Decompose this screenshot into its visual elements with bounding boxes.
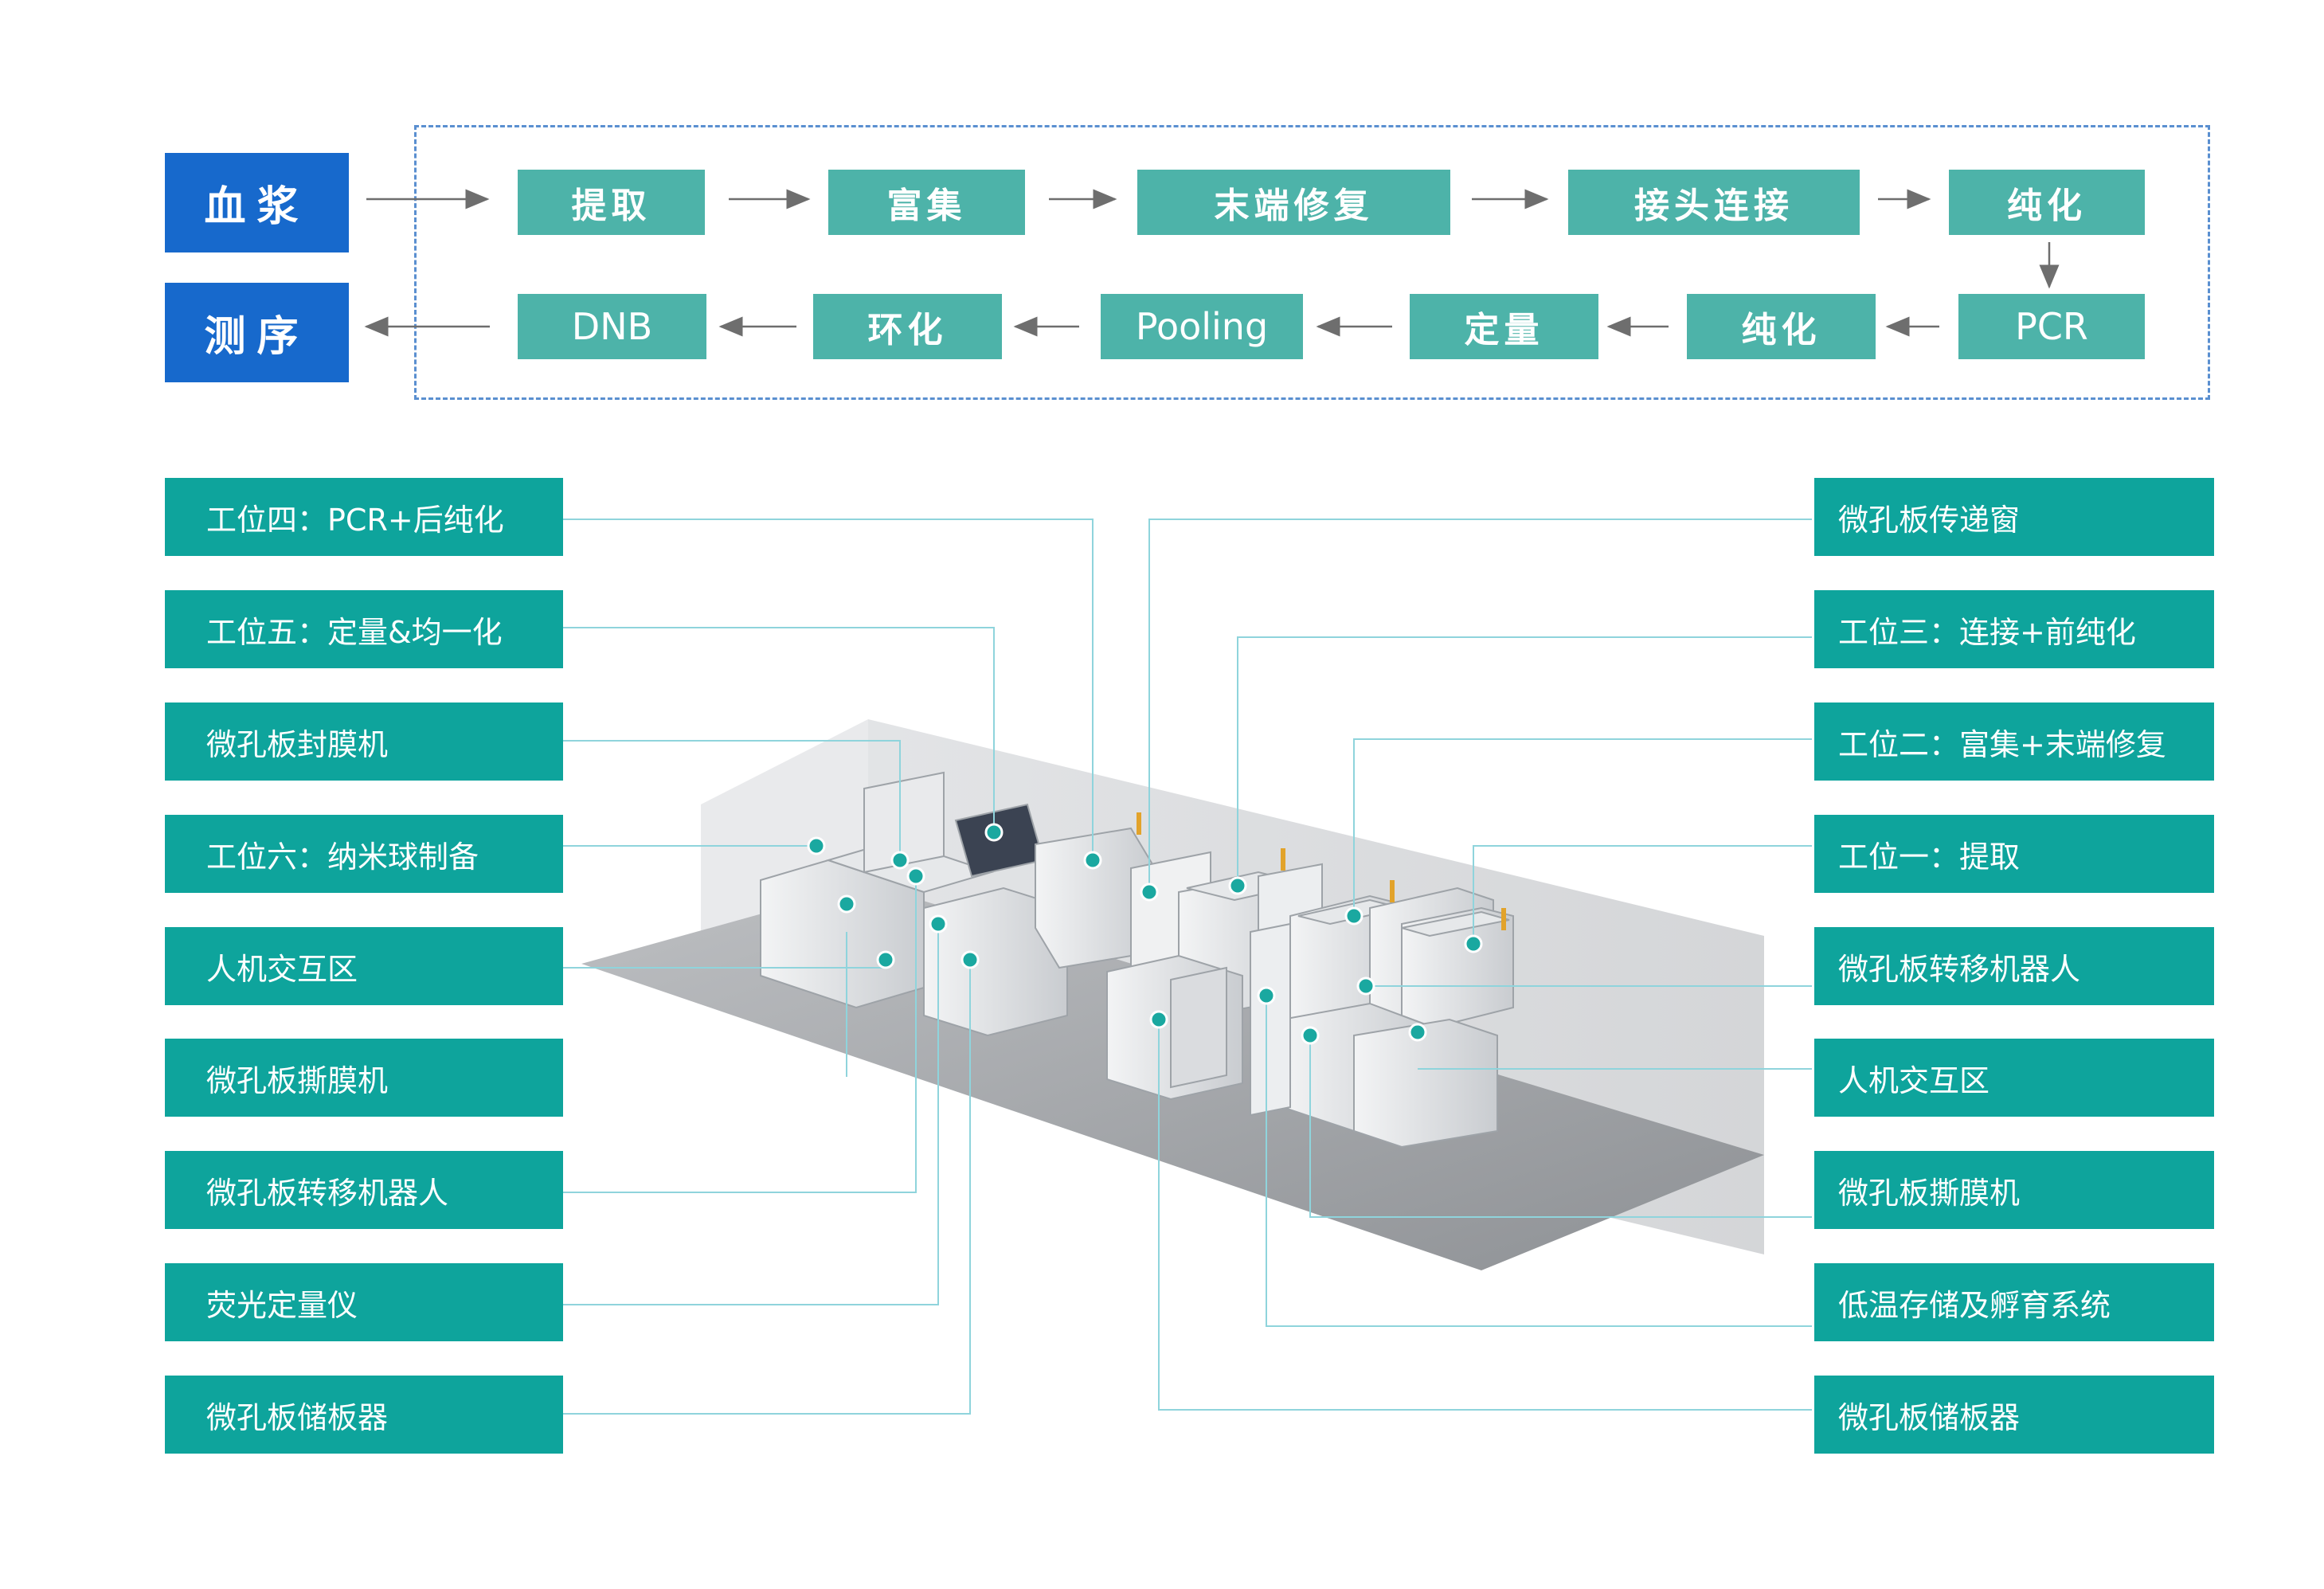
label-hmi-right: 人机交互区 (1814, 1039, 2214, 1117)
step-enrichment: 富集 (828, 170, 1025, 235)
label-text: 工位四：PCR+后纯化 (206, 502, 504, 538)
label-qpcr: 荧光定量仪 (165, 1263, 563, 1341)
step-label: PCR (2015, 305, 2088, 348)
label-text: 微孔板封膜机 (206, 726, 389, 762)
label-robot-right: 微孔板转移机器人 (1814, 927, 2214, 1005)
label-peeler-left: 微孔板撕膜机 (165, 1039, 563, 1117)
leader-lines (560, 519, 1812, 1415)
step-end-repair: 末端修复 (1137, 170, 1450, 235)
step-label: 纯化 (2007, 186, 2087, 226)
step-label: 富集 (886, 186, 967, 226)
label-peeler-right: 微孔板撕膜机 (1814, 1151, 2214, 1229)
step-extraction: 提取 (518, 170, 705, 235)
label-text: 微孔板储板器 (206, 1399, 389, 1435)
label-station-6: 工位六：纳米球制备 (165, 815, 563, 893)
label-text: 微孔板撕膜机 (1838, 1175, 2021, 1211)
sequencing-label: 测序 (204, 313, 310, 361)
label-robot-left: 微孔板转移机器人 (165, 1151, 563, 1229)
step-pcr: PCR (1958, 294, 2145, 359)
step-adapter-ligation: 接头连接 (1568, 170, 1860, 235)
label-text: 人机交互区 (206, 951, 358, 987)
label-station-1: 工位一：提取 (1814, 815, 2214, 893)
status-lights (1137, 812, 1506, 930)
machines-right (1250, 886, 1514, 1149)
label-text: 微孔板转移机器人 (206, 1175, 449, 1211)
label-text: 工位三：连接+前纯化 (1838, 614, 2136, 650)
step-label: 末端修复 (1214, 186, 1374, 226)
label-cold-storage: 低温存储及孵育系统 (1814, 1263, 2214, 1341)
step-label: 纯化 (1741, 310, 1821, 350)
label-text: 微孔板撕膜机 (206, 1063, 389, 1098)
label-station-4: 工位四：PCR+后纯化 (165, 478, 563, 556)
label-text: 工位六：纳米球制备 (206, 839, 479, 875)
label-hmi-left: 人机交互区 (165, 927, 563, 1005)
step-label: 环化 (867, 310, 948, 350)
label-text: 工位五：定量&均一化 (206, 614, 503, 650)
label-station-3: 工位三：连接+前纯化 (1814, 590, 2214, 668)
workflow-frame (414, 125, 2210, 400)
label-text: 荧光定量仪 (206, 1287, 358, 1323)
step-purification-1: 纯化 (1949, 170, 2145, 235)
label-plate-hotel-left: 微孔板储板器 (165, 1376, 563, 1454)
label-text: 低温存储及孵育系统 (1838, 1287, 2111, 1323)
label-station-5: 工位五：定量&均一化 (165, 590, 563, 668)
step-label: 接头连接 (1634, 186, 1794, 226)
step-quantification: 定量 (1410, 294, 1598, 359)
step-pooling: Pooling (1101, 294, 1303, 359)
step-label: DNB (571, 305, 653, 348)
step-label: 定量 (1464, 310, 1544, 350)
step-purification-2: 纯化 (1687, 294, 1876, 359)
label-text: 工位二：富集+末端修复 (1838, 726, 2166, 762)
sequencing-output-box: 测序 (165, 283, 349, 382)
step-label: 提取 (571, 186, 651, 226)
label-plate-hotel-right: 微孔板储板器 (1814, 1376, 2214, 1454)
label-text: 人机交互区 (1838, 1063, 1990, 1098)
label-text: 微孔板储板器 (1838, 1399, 2021, 1435)
plasma-input-box: 血浆 (165, 153, 349, 252)
label-plate-sealer: 微孔板封膜机 (165, 703, 563, 781)
step-circularization: 环化 (813, 294, 1002, 359)
label-text: 微孔板转移机器人 (1838, 951, 2081, 987)
callout-dots (807, 823, 1483, 1045)
step-dnb: DNB (518, 294, 706, 359)
plasma-label: 血浆 (204, 183, 310, 231)
label-text: 工位一：提取 (1838, 839, 2021, 875)
label-station-2: 工位二：富集+末端修复 (1814, 703, 2214, 781)
step-label: Pooling (1135, 305, 1269, 348)
label-pass-window: 微孔板传递窗 (1814, 478, 2214, 556)
label-text: 微孔板传递窗 (1838, 502, 2021, 538)
